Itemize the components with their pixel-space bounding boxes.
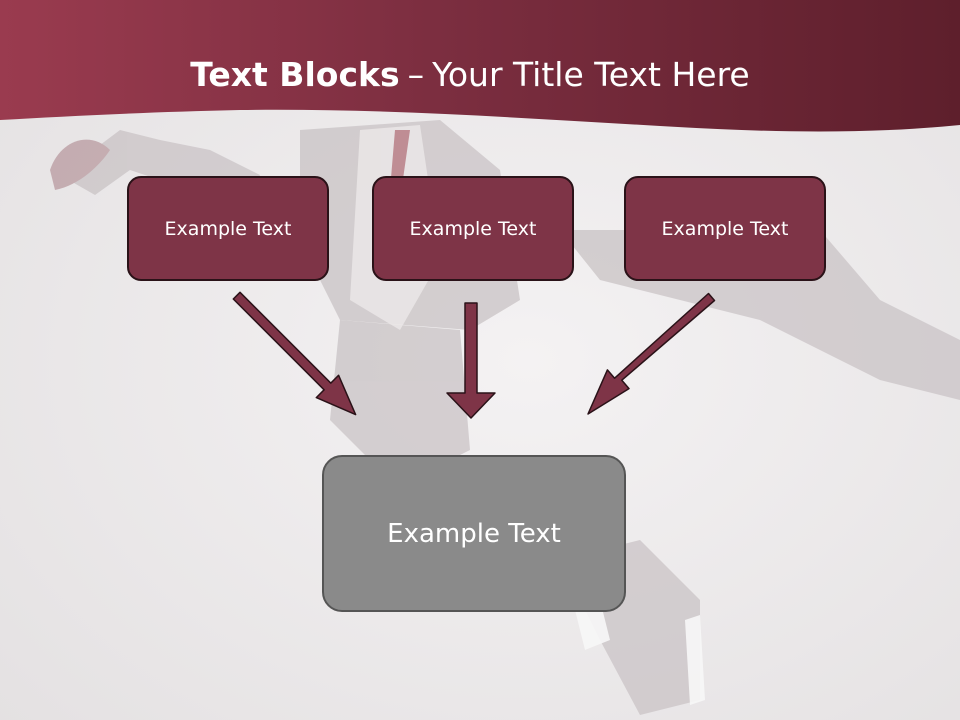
arrow-right (587, 292, 716, 415)
result-block-label: Example Text (387, 518, 561, 549)
slide-title: Text Blocks–Your Title Text Here (0, 52, 940, 98)
header-band (0, 0, 960, 132)
text-block-1: Example Text (127, 176, 329, 281)
title-bold: Text Blocks (190, 55, 400, 94)
result-block: Example Text (322, 455, 626, 612)
arrow-center (446, 302, 496, 419)
title-dash: – (407, 55, 425, 94)
arrow-left (232, 291, 357, 416)
text-block-3-label: Example Text (661, 217, 789, 240)
text-block-2: Example Text (372, 176, 574, 281)
title-rest: Your Title Text Here (432, 55, 750, 94)
text-block-1-label: Example Text (164, 217, 292, 240)
text-block-2-label: Example Text (409, 217, 537, 240)
text-block-3: Example Text (624, 176, 826, 281)
